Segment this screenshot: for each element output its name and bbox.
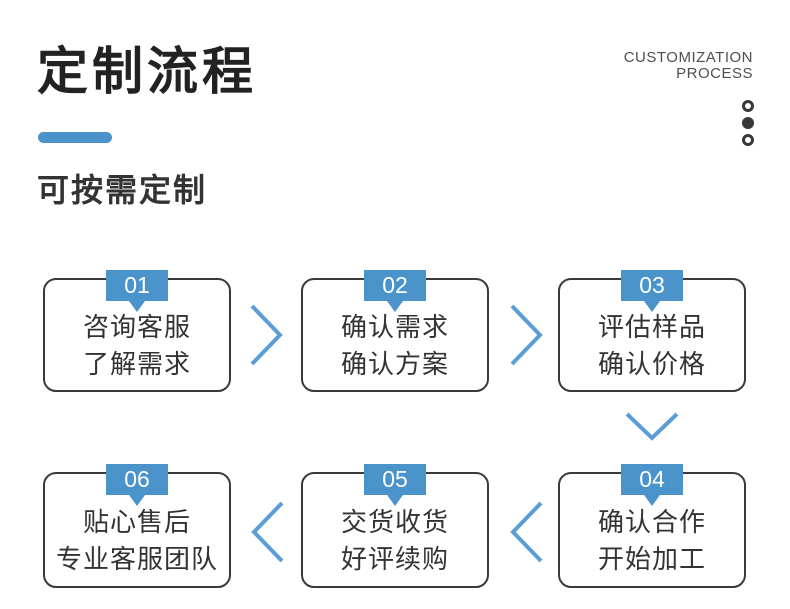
step-card-04: 04 确认合作 开始加工 — [558, 464, 746, 588]
step-text-line1: 交货收货 — [340, 507, 449, 537]
step-text-line2: 了解需求 — [82, 349, 191, 379]
step-card-01: 01 咨询客服 了解需求 — [43, 270, 231, 392]
page-subtitle: 可按需定制 — [37, 172, 208, 208]
dot-outline-icon — [742, 134, 754, 146]
page-title: 定制流程 — [37, 43, 258, 100]
step-text-line2: 开始加工 — [597, 544, 706, 574]
step-number-badge: 06 — [106, 464, 168, 495]
dot-outline-icon — [742, 100, 754, 112]
dot-filled-icon — [742, 117, 754, 129]
step-card-05: 05 交货收货 好评续购 — [301, 464, 489, 588]
step-text-line1: 贴心售后 — [82, 507, 191, 537]
title-underline — [38, 132, 112, 143]
step-number-badge: 03 — [621, 270, 683, 301]
step-text-line1: 评估样品 — [597, 312, 706, 342]
step-text-line1: 咨询客服 — [82, 312, 191, 342]
chevron-right-icon — [249, 304, 283, 371]
chevron-right-icon — [509, 304, 543, 371]
step-text-line1: 确认需求 — [340, 312, 449, 342]
step-number-badge: 01 — [106, 270, 168, 301]
dots-decoration — [742, 100, 754, 146]
step-card-02: 02 确认需求 确认方案 — [301, 270, 489, 392]
chevron-left-icon — [510, 501, 544, 568]
step-card-03: 03 评估样品 确认价格 — [558, 270, 746, 392]
chevron-left-icon — [251, 501, 285, 568]
step-number-badge: 05 — [364, 464, 426, 495]
step-text-line2: 好评续购 — [340, 544, 449, 574]
caption-line2: PROCESS — [676, 65, 753, 82]
step-card-06: 06 贴心售后 专业客服团队 — [43, 464, 231, 588]
chevron-down-icon — [625, 411, 679, 446]
caption-line1: CUSTOMIZATION — [623, 49, 753, 66]
step-text-line2: 专业客服团队 — [55, 544, 218, 574]
step-text-line1: 确认合作 — [597, 507, 706, 537]
step-number-badge: 04 — [621, 464, 683, 495]
step-text-line2: 确认价格 — [597, 349, 706, 379]
step-number-badge: 02 — [364, 270, 426, 301]
english-caption: CUSTOMIZATION PROCESS — [624, 50, 753, 82]
step-text-line2: 确认方案 — [340, 349, 449, 379]
